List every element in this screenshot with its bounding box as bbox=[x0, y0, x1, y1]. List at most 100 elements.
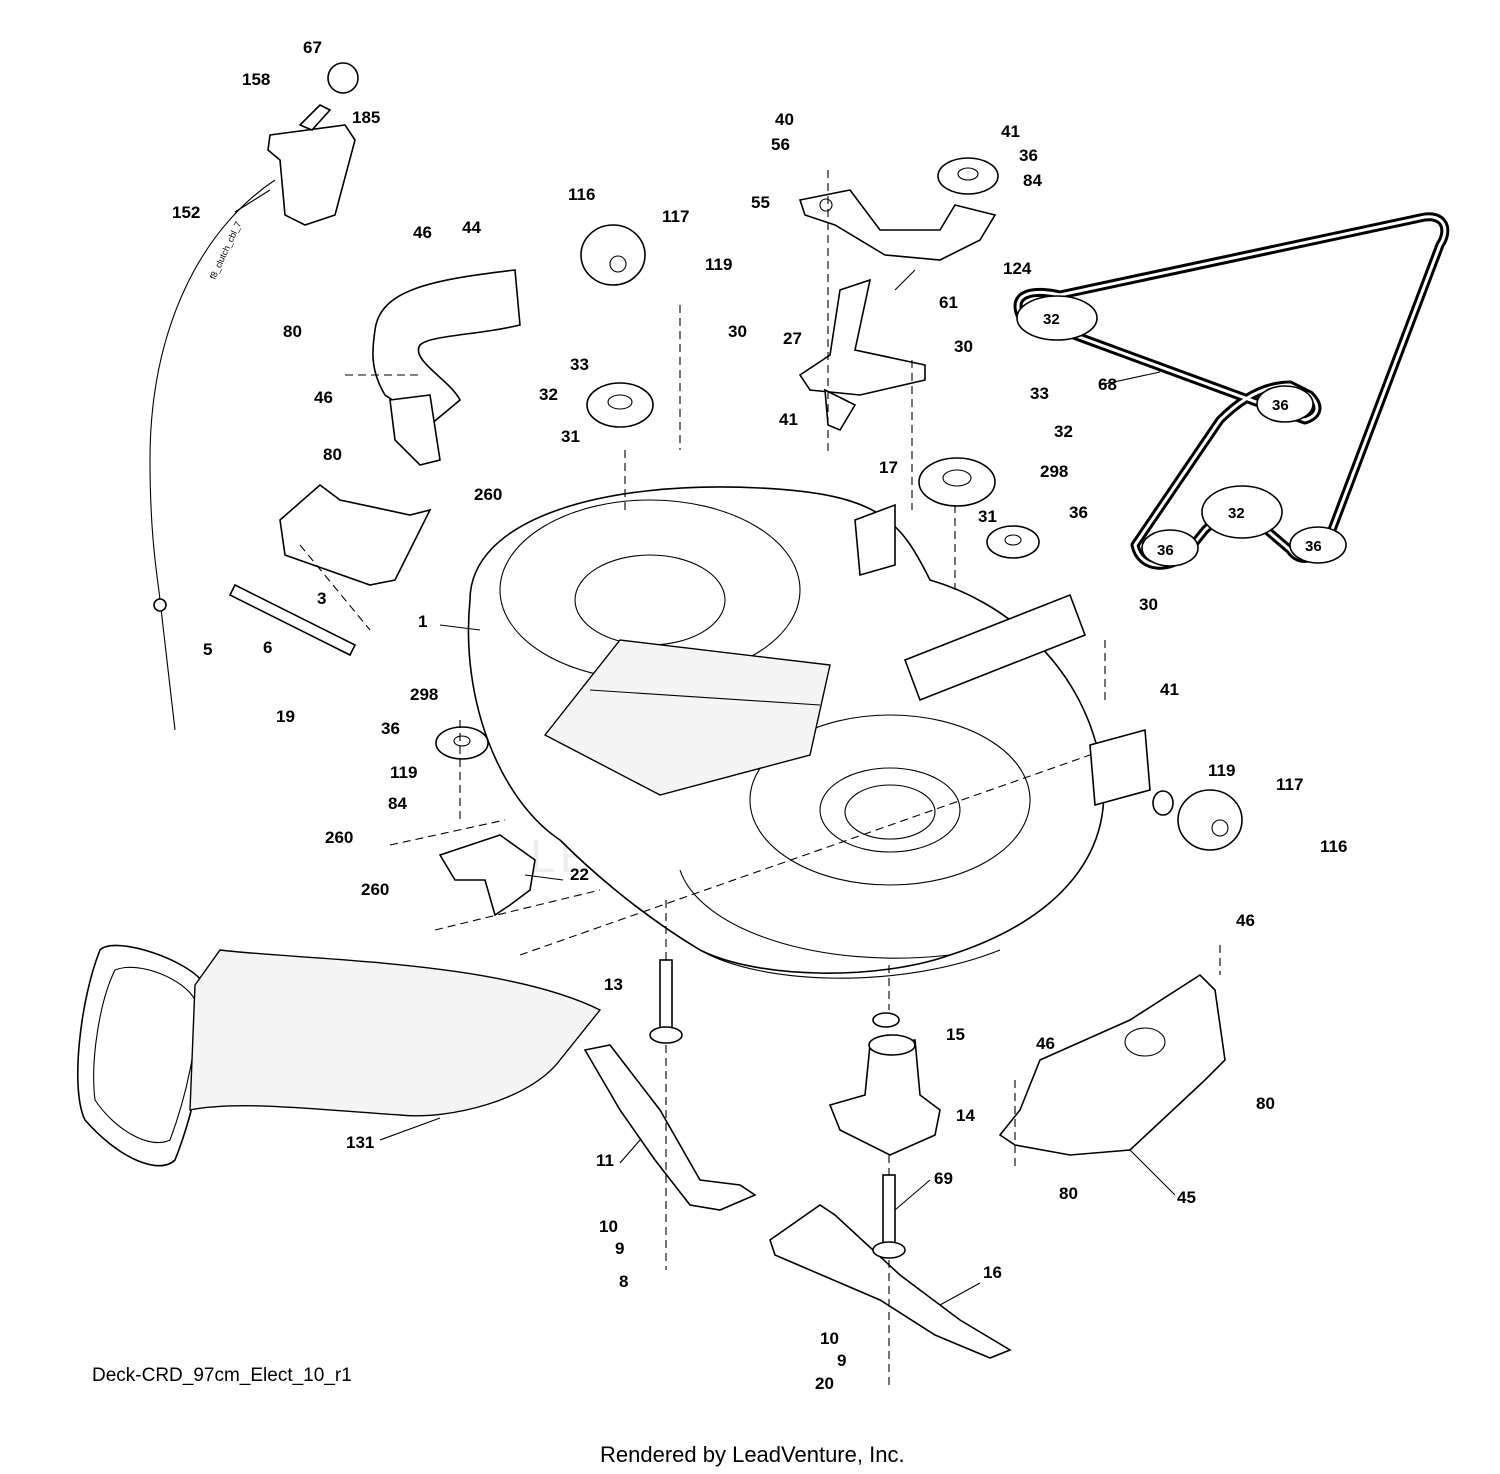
pulley-36-top bbox=[937, 157, 999, 195]
callout-label: 41 bbox=[1160, 680, 1179, 699]
callout-label: 45 bbox=[1177, 1188, 1196, 1207]
callout-label: 260 bbox=[325, 828, 353, 847]
pulley-32-left bbox=[586, 382, 654, 428]
callout-label: 68 bbox=[1098, 375, 1117, 394]
callout-label: 298 bbox=[410, 685, 438, 704]
belt-pulley: 36 bbox=[1141, 529, 1199, 567]
idler-pulley-36-left bbox=[435, 726, 489, 760]
belt-cover-45 bbox=[998, 973, 1226, 1156]
spring-61 bbox=[894, 269, 916, 291]
callout-label: 20 bbox=[815, 1374, 834, 1393]
spindle-13 bbox=[649, 959, 683, 1044]
bracket-3 bbox=[279, 483, 432, 586]
leader-lines bbox=[234, 189, 1176, 1306]
callout-label: 3 bbox=[317, 589, 326, 608]
callout-label: 119 bbox=[390, 763, 417, 782]
belt-pulley: 32 bbox=[1201, 485, 1283, 539]
callout-label: 41 bbox=[1001, 122, 1020, 141]
belt-pulley: 36 bbox=[1289, 526, 1347, 564]
belt-pulley: 36 bbox=[1256, 385, 1314, 423]
callout-label: 117 bbox=[1276, 775, 1303, 794]
callout-label: 36 bbox=[381, 719, 400, 738]
callouts: 67 158 185 152 46 44 80 46 80 3 5 6 19 1… bbox=[172, 38, 1347, 1393]
blade-16 bbox=[769, 1204, 1012, 1359]
callout-label: 46 bbox=[1036, 1034, 1055, 1053]
svg-text:36: 36 bbox=[1272, 397, 1289, 414]
deck-discharge-deflector bbox=[543, 639, 831, 796]
callout-label: 32 bbox=[1054, 422, 1073, 441]
link-bar-6 bbox=[228, 583, 357, 657]
alignment-lines bbox=[299, 170, 1221, 1385]
diagram-id: Deck-CRD_97cm_Elect_10_r1 bbox=[92, 1365, 352, 1386]
callout-label: 117 bbox=[662, 207, 689, 226]
callout-label: 1 bbox=[418, 612, 427, 631]
svg-text:32: 32 bbox=[1043, 311, 1060, 328]
callout-label: 80 bbox=[1059, 1184, 1078, 1203]
callout-label: 33 bbox=[570, 355, 589, 374]
callout-label: 61 bbox=[939, 293, 958, 312]
callout-label: 10 bbox=[599, 1217, 618, 1236]
pulley-32-right bbox=[918, 457, 996, 507]
svg-text:36: 36 bbox=[1305, 538, 1322, 555]
belt-pulley: 32 bbox=[1016, 295, 1098, 341]
callout-label: 119 bbox=[705, 255, 732, 274]
callout-label: 15 bbox=[946, 1025, 965, 1044]
callout-label: 119 bbox=[1208, 761, 1235, 780]
callout-label: 30 bbox=[728, 322, 747, 341]
svg-text:36: 36 bbox=[1157, 542, 1174, 559]
callout-label: 14 bbox=[956, 1106, 975, 1125]
gauge-wheel-117-right bbox=[1152, 789, 1243, 851]
discharge-chute bbox=[77, 944, 602, 1167]
clutch-lever-bracket bbox=[267, 104, 356, 226]
spindle-69 bbox=[872, 1174, 906, 1259]
callout-label: 131 bbox=[346, 1133, 374, 1152]
cable-marking: f8_clutch_cbl_7 bbox=[208, 220, 243, 281]
callout-label: 5 bbox=[203, 640, 212, 659]
callout-label: 80 bbox=[283, 322, 302, 341]
bracket-27 bbox=[798, 278, 926, 432]
spindle-housing-14 bbox=[828, 1012, 941, 1156]
callout-label: 13 bbox=[604, 975, 623, 994]
callout-label: 16 bbox=[983, 1263, 1002, 1282]
callout-label: 40 bbox=[775, 110, 794, 129]
callout-label: 55 bbox=[751, 193, 770, 212]
callout-label: 10 bbox=[820, 1329, 839, 1348]
callout-label: 30 bbox=[1139, 595, 1158, 614]
callout-label: 31 bbox=[561, 427, 580, 446]
footer-credit: Rendered by LeadVenture, Inc. bbox=[600, 1442, 905, 1467]
deck-front-bracket bbox=[854, 503, 1151, 807]
callout-label: 46 bbox=[413, 223, 432, 242]
pulley-guard bbox=[372, 269, 521, 466]
callout-label: 260 bbox=[361, 880, 389, 899]
callout-label: 11 bbox=[596, 1151, 614, 1170]
callout-label: 31 bbox=[978, 507, 997, 526]
callout-label: 298 bbox=[1040, 462, 1068, 481]
callout-label: 124 bbox=[1003, 259, 1032, 278]
callout-label: 22 bbox=[570, 865, 589, 884]
callout-label: 32 bbox=[539, 385, 558, 404]
bracket-22 bbox=[438, 834, 536, 917]
pulley-36-right bbox=[986, 525, 1040, 559]
callout-label: 56 bbox=[771, 135, 790, 154]
callout-label: 67 bbox=[303, 38, 322, 57]
callout-label: 8 bbox=[619, 1272, 628, 1291]
svg-text:32: 32 bbox=[1228, 505, 1245, 522]
blade-11 bbox=[583, 1044, 757, 1211]
callout-label: 44 bbox=[462, 218, 481, 237]
clutch-cable: f8_clutch_cbl_7 bbox=[149, 179, 276, 731]
callout-label: 36 bbox=[1069, 503, 1088, 522]
callout-label: 17 bbox=[879, 458, 898, 477]
callout-label: 116 bbox=[1320, 837, 1347, 856]
callout-label: 69 bbox=[934, 1169, 953, 1188]
idler-arm-55 bbox=[798, 189, 997, 261]
callout-label: 33 bbox=[1030, 384, 1049, 403]
callout-label: 30 bbox=[954, 337, 973, 356]
knob-67 bbox=[327, 62, 359, 94]
callout-label: 116 bbox=[568, 185, 595, 204]
callout-label: 27 bbox=[783, 329, 802, 348]
callout-label: 46 bbox=[1236, 911, 1255, 930]
callout-label: 158 bbox=[242, 70, 270, 89]
callout-label: 6 bbox=[263, 638, 272, 657]
callout-label: 41 bbox=[779, 410, 798, 429]
